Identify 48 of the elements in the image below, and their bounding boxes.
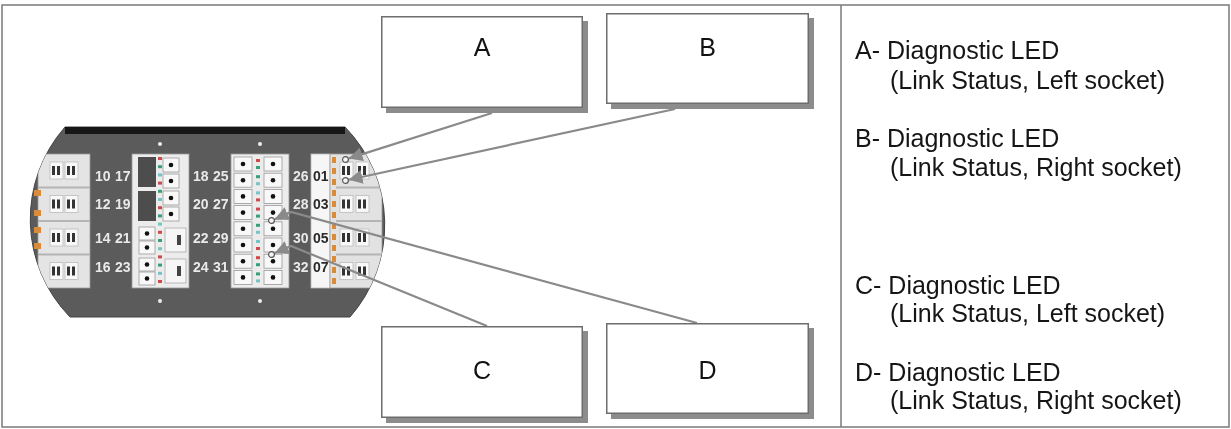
callout-description: B- Diagnostic LED (855, 123, 1060, 153)
port-number: 30 (293, 231, 309, 244)
port-number: 18 (193, 170, 209, 182)
leader-line (274, 207, 698, 325)
port-number: 22 (193, 231, 209, 244)
leader-line (348, 107, 676, 184)
port-number: 25 (213, 170, 229, 182)
port-number: 12 (95, 198, 111, 210)
leader-line (348, 111, 493, 161)
port-number: 16 (95, 261, 111, 273)
port-number: 26 (293, 170, 309, 182)
port-number: 27 (213, 198, 229, 210)
callout-box (381, 16, 588, 113)
callout-description: (Link Status, Right socket) (890, 386, 1182, 415)
port-number: 03 (313, 198, 329, 210)
callout-description: D- Diagnostic LED (855, 357, 1061, 387)
port-number: 17 (115, 170, 131, 182)
port-number: 07 (313, 261, 329, 273)
port-number: 21 (115, 231, 131, 244)
callout-box (606, 323, 814, 419)
leader-line (274, 241, 488, 327)
led-indicator (268, 251, 275, 258)
callout-description: (Link Status, Left socket) (890, 65, 1166, 95)
callout-description: C- Diagnostic LED (855, 270, 1061, 300)
callout-description: A- Diagnostic LED (855, 35, 1060, 65)
port-number: 32 (293, 261, 309, 273)
callout-box (381, 326, 588, 423)
port-number: 23 (115, 261, 131, 273)
callout-letter: C (472, 357, 492, 383)
port-number: 24 (193, 261, 209, 273)
callout-description: (Link Status, Left socket) (890, 299, 1166, 328)
port-number: 10 (95, 170, 111, 182)
port-number: 19 (115, 198, 131, 210)
callout-description: (Link Status, Right socket) (890, 152, 1182, 182)
port-number: 14 (95, 231, 111, 244)
callout-box (606, 13, 814, 109)
led-indicator (342, 177, 349, 184)
port-number: 05 (313, 231, 329, 244)
port-number: 28 (293, 198, 309, 210)
callout-letter: A (473, 34, 491, 60)
port-number: 20 (193, 198, 209, 210)
port-number: 01 (313, 170, 329, 182)
port-number: 29 (213, 231, 229, 244)
callout-letter: B (699, 34, 716, 60)
led-indicator (342, 156, 349, 163)
led-indicator (268, 217, 275, 224)
callout-letter: D (698, 357, 717, 383)
port-number: 31 (213, 261, 229, 273)
